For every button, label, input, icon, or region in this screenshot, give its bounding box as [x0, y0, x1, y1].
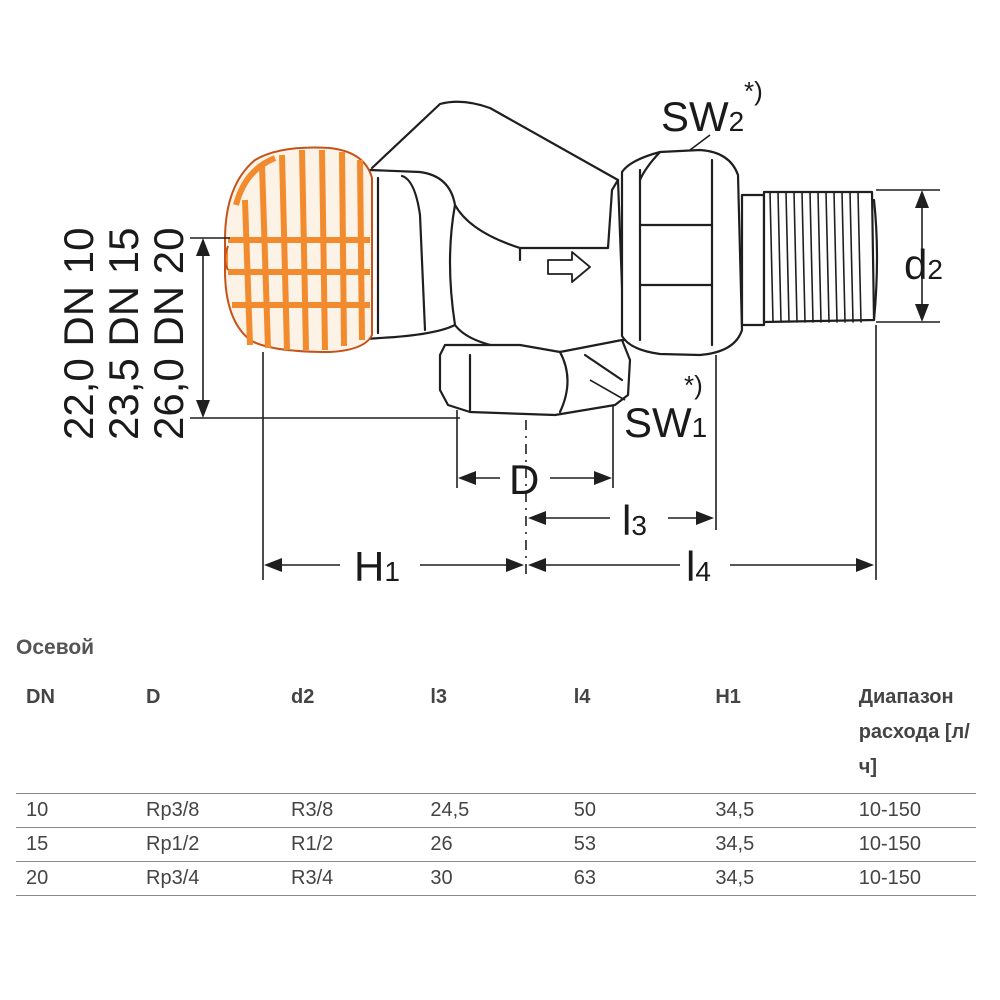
cell-dn: 15 — [16, 827, 137, 862]
table-row: 15 Rp1/2 R1/2 26 53 34,5 10-150 — [16, 827, 976, 862]
sw2-footnote-mark: *) — [744, 76, 763, 106]
cell-l4: 63 — [563, 861, 706, 896]
header-l3: l3 — [430, 686, 448, 708]
cell-l3: 30 — [420, 861, 564, 896]
cell-d: Rp3/4 — [136, 861, 282, 896]
sw1-footnote-mark: *) — [684, 370, 703, 400]
dim-label-dn20: 26,0 DN 20 — [145, 227, 192, 440]
l4-label: l4 — [686, 543, 711, 590]
d2-label: d2 — [904, 241, 943, 288]
header-l4: l4 — [573, 686, 591, 708]
table-row: 10 Rp3/8 R3/8 24,5 50 34,5 10-150 — [16, 793, 976, 828]
cell-d2: R3/4 — [281, 861, 421, 896]
header-flow-range: Диапазон расхода [л/ч] — [858, 686, 970, 778]
sw1-label: SW1 — [624, 399, 708, 446]
l3-label: l3 — [622, 497, 647, 544]
cell-h1: 34,5 — [705, 861, 849, 896]
cell-flow-range: 10-150 — [848, 793, 976, 828]
orange-handle — [224, 146, 373, 354]
header-d: D — [146, 686, 161, 708]
valve-technical-drawing: II + — [190, 100, 940, 580]
section-title: Осевой — [16, 636, 95, 659]
cell-flow-range: 10-150 — [848, 827, 976, 862]
header-dn: DN — [26, 686, 55, 708]
H1-label: H1 — [354, 543, 400, 590]
cell-h1: 34,5 — [705, 793, 849, 828]
cell-l4: 53 — [563, 827, 706, 862]
dimensions-table: DN D d2 l3 l4 H1 Диапазон расхода [л/ч] … — [16, 680, 976, 896]
flow-arrow-icon — [547, 251, 591, 283]
table-row: 20 Rp3/4 R3/4 30 63 34,5 10-150 — [16, 861, 976, 896]
valve-bonnet — [370, 100, 620, 182]
dim-label-dn10: 22,0 DN 10 — [55, 227, 102, 440]
header-d2: d2 — [291, 686, 315, 708]
cell-l3: 24,5 — [420, 793, 564, 828]
cell-d: Rp1/2 — [136, 827, 282, 862]
header-h1: H1 — [715, 686, 741, 708]
cell-dn: 10 — [16, 793, 137, 828]
sw2-label: SW2 — [661, 93, 745, 140]
hex-nut-sw1 — [438, 338, 632, 417]
cell-flow-range: 10-150 — [848, 861, 976, 896]
cell-dn: 20 — [16, 861, 137, 896]
cell-d: Rp3/8 — [136, 793, 282, 828]
cell-h1: 34,5 — [705, 827, 849, 862]
cell-d2: R1/2 — [281, 827, 421, 862]
table-header-row: DN D d2 l3 l4 H1 Диапазон расхода [л/ч] — [16, 680, 976, 794]
D-label: D — [509, 456, 540, 503]
cell-l4: 50 — [563, 793, 706, 828]
cell-l3: 26 — [420, 827, 564, 862]
cell-d2: R3/8 — [281, 793, 421, 828]
dim-label-dn15: 23,5 DN 15 — [100, 227, 147, 440]
spigot — [740, 193, 766, 327]
